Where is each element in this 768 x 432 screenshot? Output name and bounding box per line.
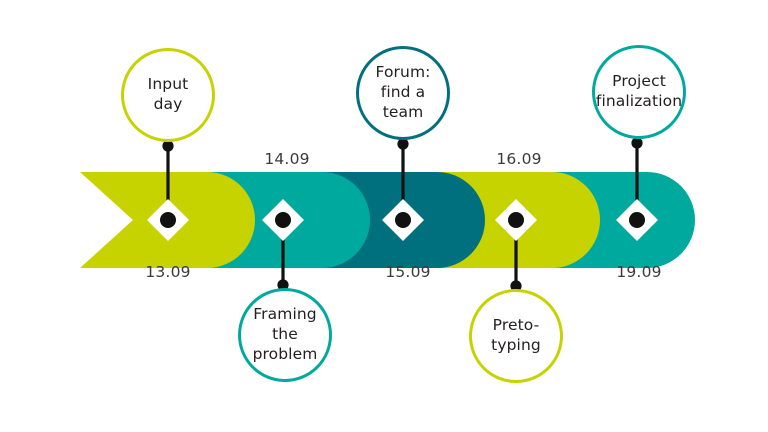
milestone-markers	[147, 199, 658, 241]
milestone-circle-pretotyping[interactable]: Preto- typing	[469, 289, 563, 383]
milestone-marker-3[interactable]	[382, 199, 424, 241]
milestone-label-input-day: Input day	[147, 75, 189, 113]
milestone-marker-1[interactable]	[147, 199, 189, 241]
milestone-label-pretotyping: Preto- typing	[491, 316, 541, 354]
milestone-date-input-day: 13.09	[145, 263, 191, 281]
milestone-date-project-finalization: 19.09	[616, 263, 662, 281]
milestone-circle-project-finalization[interactable]: Project finalization	[592, 45, 686, 139]
milestone-label-framing-the-problem: Framing the problem	[252, 305, 318, 363]
milestone-label-project-finalization: Project finalization	[595, 72, 683, 110]
milestone-label-forum-find-a-team: Forum: find a team	[375, 63, 431, 121]
milestone-date-pretotyping: 16.09	[496, 150, 542, 168]
milestone-circle-forum-find-a-team[interactable]: Forum: find a team	[356, 46, 450, 140]
milestone-date-framing-the-problem: 14.09	[264, 150, 310, 168]
milestone-marker-2[interactable]	[262, 199, 304, 241]
milestone-marker-4[interactable]	[495, 199, 537, 241]
milestone-marker-5[interactable]	[616, 199, 658, 241]
milestone-date-forum-find-a-team: 15.09	[385, 263, 431, 281]
milestone-circle-framing-the-problem[interactable]: Framing the problem	[238, 288, 332, 382]
milestone-circle-input-day[interactable]: Input day	[121, 48, 215, 142]
